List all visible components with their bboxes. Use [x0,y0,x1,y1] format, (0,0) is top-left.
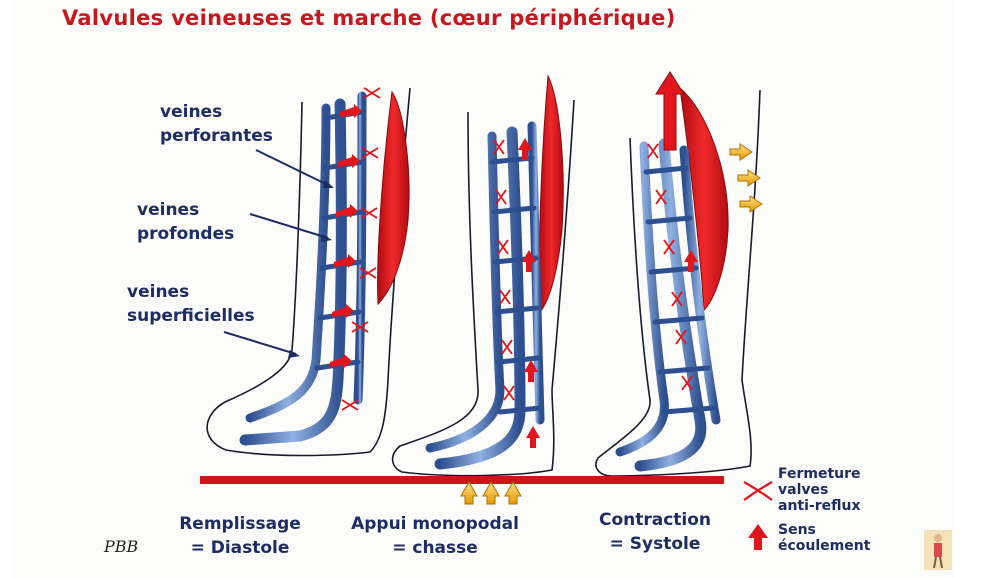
closed-valves [341,87,381,411]
legend-line: écoulement [778,538,871,554]
phase-caption-diastole: Remplissage = Diastole [160,512,320,560]
leg-outline [595,89,761,477]
legend-flow: Sens écoulement [778,522,870,554]
leg-diastole [206,87,411,457]
legend-arrow-icon [748,524,768,550]
closed-valves [647,143,693,391]
label-line: perforantes [160,126,273,146]
muscle [679,86,729,312]
muscle [538,74,564,314]
legend-line: Fermeture [778,466,861,482]
superficial-vein [245,103,331,423]
legend-line: anti-reflux [778,498,861,514]
label-veines-superficielles: veines superficielles [127,280,255,328]
label-line: veines [160,102,223,122]
leg-systole [595,71,763,477]
flow-arrows [518,138,540,448]
phase-meaning: = Systole [609,534,701,554]
perforating-vein [527,121,545,425]
label-arrowheads [288,180,334,358]
flow-arrows [330,104,362,368]
deep-vein [634,138,707,472]
label-line: veines [127,282,190,302]
phase-meaning: = Diastole [190,538,290,558]
label-pointers [223,149,331,355]
legend-valves: Fermeture valves anti-reflux [778,466,861,514]
leg-outline [391,99,575,477]
person-icon [924,530,952,570]
legend-valve-icon [743,481,773,501]
leg-push [391,74,575,477]
legend-line: valves [778,482,829,498]
muscle [377,90,410,306]
deep-vein [434,126,526,470]
superficial-vein [425,131,505,453]
phase-name: Appui monopodal [351,514,519,534]
systole-big-arrow [655,71,685,151]
slide-title: Valvules veineuses et marche (cœur périp… [62,6,676,30]
label-line: superficielles [127,306,255,326]
phase-caption-push: Appui monopodal = chasse [345,512,525,560]
phase-caption-systole: Contraction = Systole [585,508,725,556]
perforating-vein [353,91,367,405]
phase-meaning: = chasse [392,538,478,558]
push-arrows [460,480,522,505]
contraction-arrows [729,143,763,213]
closed-valves [493,139,515,401]
leg-outline [206,87,411,457]
label-line: profondes [137,224,235,244]
deep-vein [239,98,347,446]
label-line: veines [137,200,200,220]
legend-line: Sens [778,522,816,538]
ground-bar [200,476,724,484]
perforating-vein [679,145,721,425]
phase-name: Remplissage [179,514,301,534]
flow-arrows [684,250,698,272]
label-veines-profondes: veines profondes [137,198,234,246]
phase-name: Contraction [598,510,712,530]
label-veines-perforantes: veines perforantes [160,100,273,148]
author-signature: PBB [104,537,139,556]
